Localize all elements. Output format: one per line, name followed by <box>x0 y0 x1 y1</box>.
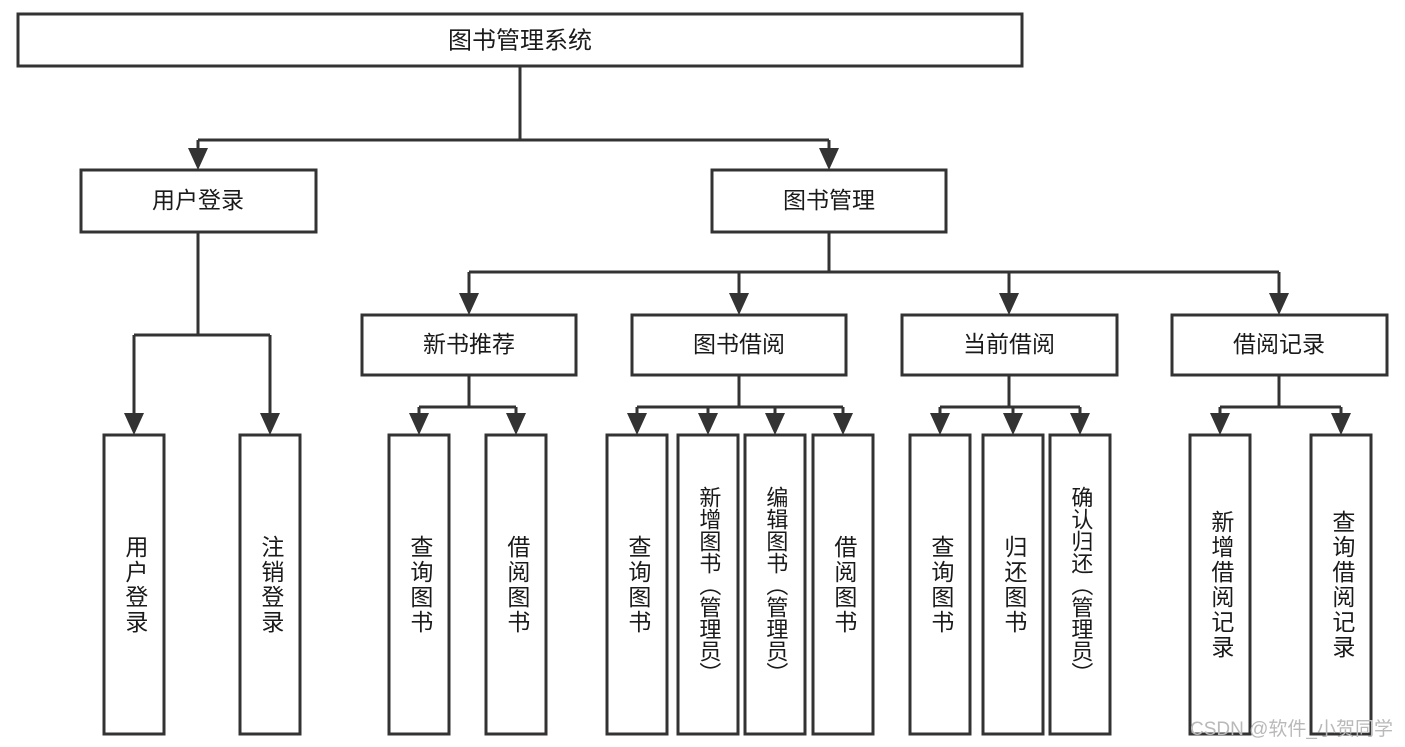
arrow-head-book-manage <box>819 148 839 170</box>
node-borrow-record-box[interactable] <box>1170 313 1389 377</box>
node-borrow-record[interactable]: 借阅记录 <box>1170 313 1389 377</box>
arrow-head-leaf-add-book <box>698 413 718 435</box>
arrow-head-leaf-borrow-book-2 <box>833 413 853 435</box>
node-book-manage-box[interactable] <box>710 168 948 234</box>
node-book-manage[interactable]: 图书管理 <box>710 168 948 234</box>
arrow-head-user-login <box>188 148 208 170</box>
arrow-head-leaf-user-logout <box>260 413 280 435</box>
node-current-borrow-label: 当前借阅 <box>963 331 1055 357</box>
leaf-box-add-book[interactable] <box>676 433 740 736</box>
connector-group-new-book-rec <box>409 375 526 435</box>
leaf-box-query-book-1[interactable] <box>387 433 451 736</box>
node-book-borrow[interactable]: 图书借阅 <box>630 313 848 377</box>
arrow-head-leaf-add-record <box>1210 413 1230 435</box>
leaf-box-return-book[interactable] <box>981 433 1045 736</box>
connector-group-user-login <box>124 232 280 435</box>
connector-group-root <box>188 66 839 170</box>
node-current-borrow[interactable]: 当前借阅 <box>900 313 1119 377</box>
node-user-login-box[interactable] <box>79 168 318 234</box>
leaf-box-borrow-book-1[interactable] <box>484 433 548 736</box>
node-root-label: 图书管理系统 <box>448 27 592 54</box>
arrow-head-leaf-query-record <box>1331 413 1351 435</box>
leaf-box-query-record[interactable] <box>1309 433 1373 736</box>
arrow-head-leaf-query-book-2 <box>627 413 647 435</box>
arrow-head-book-borrow <box>729 293 749 315</box>
arrow-head-leaf-user-login <box>124 413 144 435</box>
arrow-head-new-book-rec <box>459 293 479 315</box>
arrow-head-leaf-return-book <box>1003 413 1023 435</box>
leaf-box-query-book-3[interactable] <box>908 433 972 736</box>
node-current-borrow-box[interactable] <box>900 313 1119 377</box>
arrow-head-leaf-query-book-3 <box>930 413 950 435</box>
leaf-box-borrow-book-2[interactable] <box>811 433 875 736</box>
arrow-head-leaf-borrow-book-1 <box>506 413 526 435</box>
node-borrow-record-label: 借阅记录 <box>1233 331 1325 357</box>
node-new-book-rec-label: 新书推荐 <box>423 331 515 357</box>
node-root-box[interactable] <box>16 12 1024 68</box>
leaf-box-query-book-2[interactable] <box>605 433 669 736</box>
arrow-head-leaf-edit-book <box>765 413 785 435</box>
connector-group-book-borrow <box>627 375 853 435</box>
leaf-box-add-record[interactable] <box>1188 433 1252 736</box>
arrow-head-leaf-confirm-return <box>1070 413 1090 435</box>
leaf-box-user-logout[interactable] <box>238 433 302 736</box>
connector-group-borrow-record <box>1210 375 1351 435</box>
node-book-borrow-label: 图书借阅 <box>693 331 785 357</box>
leaf-boxes <box>102 433 1373 736</box>
csdn-watermark: CSDN @软件_小贺同学 <box>1190 719 1393 740</box>
arrow-head-current-borrow <box>999 293 1019 315</box>
arrow-head-borrow-record <box>1269 293 1289 315</box>
connector-group-current-borrow <box>930 375 1090 435</box>
node-book-borrow-box[interactable] <box>630 313 848 377</box>
node-user-login-label: 用户登录 <box>152 187 244 213</box>
node-root[interactable]: 图书管理系统 <box>16 12 1024 68</box>
leaf-box-edit-book[interactable] <box>743 433 807 736</box>
node-book-manage-label: 图书管理 <box>783 187 875 213</box>
node-new-book-rec-box[interactable] <box>360 313 578 377</box>
leaf-box-user-login[interactable] <box>102 433 166 736</box>
node-user-login[interactable]: 用户登录 <box>79 168 318 234</box>
connector-group-book-manage <box>459 232 1289 315</box>
arrow-head-leaf-query-book-1 <box>409 413 429 435</box>
node-new-book-rec[interactable]: 新书推荐 <box>360 313 578 377</box>
leaf-box-confirm-return[interactable] <box>1048 433 1112 736</box>
